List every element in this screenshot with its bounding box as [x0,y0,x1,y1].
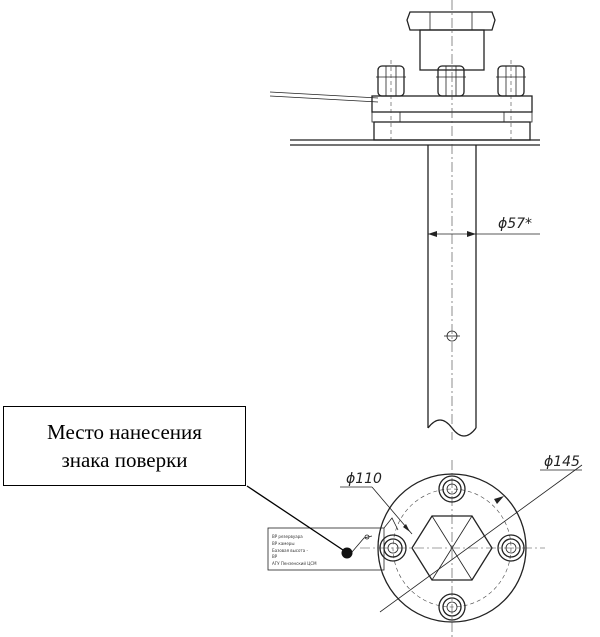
nameplate-line-1: ВР резервуара [272,534,303,539]
callout-line-1: Место нанесения [47,420,202,444]
bolt-bottom [438,593,466,621]
side-view: ϕ57* [269,0,540,440]
bolt-circle-dimension: ϕ110 [340,471,413,535]
verification-mark-callout: Место нанесения знака поверки [3,406,246,486]
stem-diameter-dimension: ϕ57* [428,216,540,237]
top-hex-nut [406,11,496,71]
flange-diameter-label: ϕ145 [544,454,580,470]
stem-diameter-label: ϕ57* [498,216,532,232]
nameplate-line-3: Базовая высота - [272,548,308,553]
nameplate-line-2: ВР камеры [272,541,294,546]
callout-leader-line [246,485,344,551]
nameplate-line-4: ВР [272,554,278,559]
bolt-top [438,475,466,503]
nameplate: ВР резервуара ВР камеры Базовая высота -… [267,517,399,571]
plan-view: ϕ145 ϕ110 ВР резервуара ВР камеры Базова… [267,454,583,637]
callout-line-2: знака поверки [61,448,188,472]
bolt-circle-label: ϕ110 [346,471,382,487]
nameplate-line-5: АГУ Пензенский ЦСМ [272,561,317,566]
flange-diameter-dimension: ϕ145 [379,454,583,613]
bolt-right [497,534,525,562]
flange-plates [269,60,540,146]
verification-mark-dot [341,547,353,559]
